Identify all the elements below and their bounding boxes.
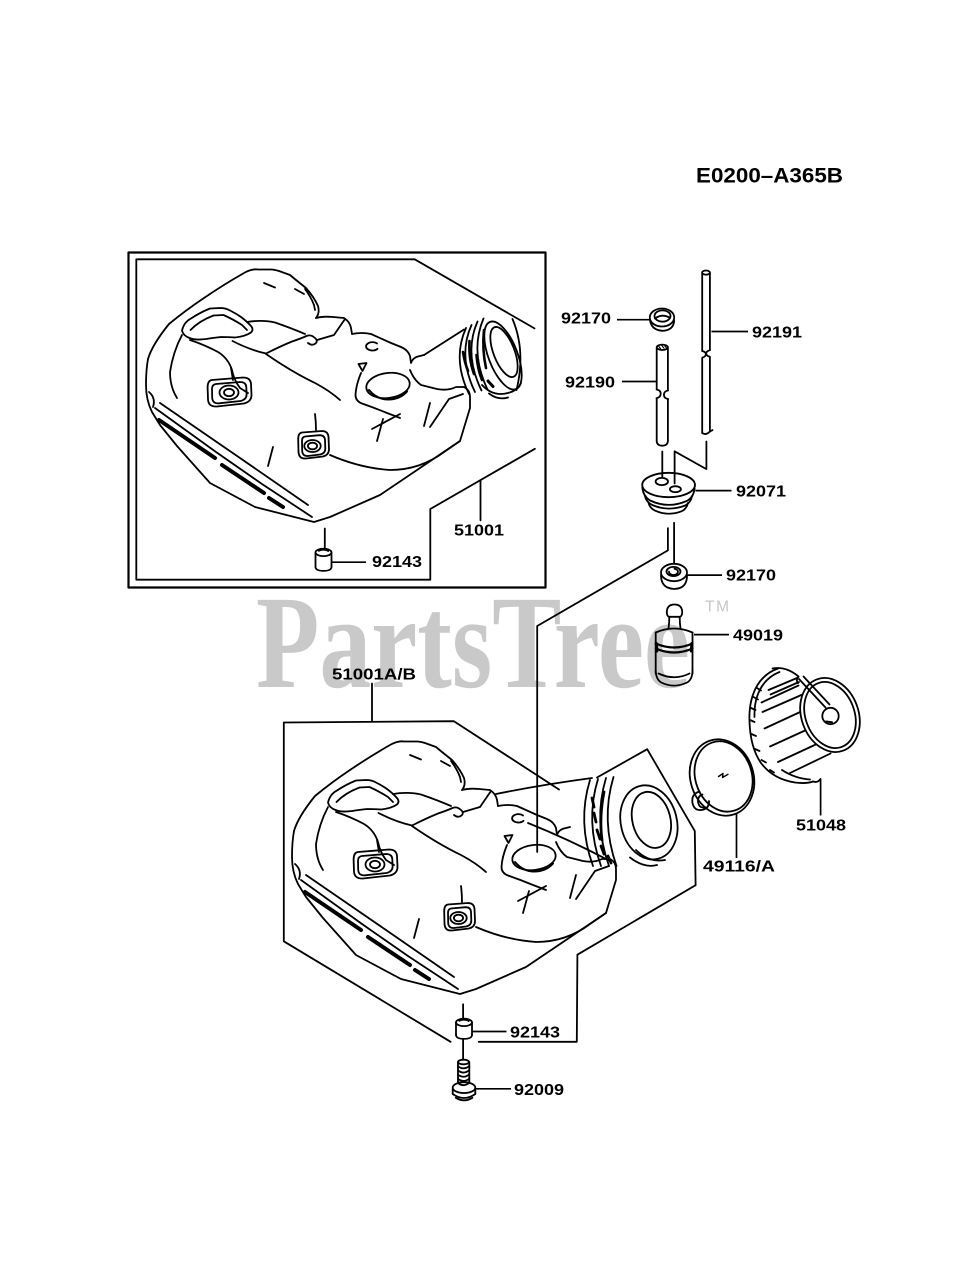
svg-text:PartsTree: PartsTree bbox=[256, 568, 690, 716]
svg-text:92009: 92009 bbox=[514, 1082, 564, 1099]
svg-text:51001: 51001 bbox=[454, 523, 504, 540]
svg-text:92143: 92143 bbox=[372, 554, 422, 571]
svg-text:51001A/B: 51001A/B bbox=[332, 667, 416, 684]
svg-text:92190: 92190 bbox=[565, 375, 615, 392]
svg-text:51048: 51048 bbox=[796, 818, 846, 835]
svg-text:49116/A: 49116/A bbox=[703, 859, 776, 876]
svg-text:92143: 92143 bbox=[510, 1025, 560, 1042]
svg-text:49019: 49019 bbox=[733, 628, 783, 645]
svg-text:E0200–A365B: E0200–A365B bbox=[696, 165, 843, 188]
svg-text:TM: TM bbox=[705, 599, 731, 616]
svg-text:92071: 92071 bbox=[736, 484, 786, 501]
svg-text:92191: 92191 bbox=[752, 325, 802, 342]
svg-text:92170: 92170 bbox=[726, 568, 776, 585]
svg-text:92170: 92170 bbox=[561, 311, 611, 328]
